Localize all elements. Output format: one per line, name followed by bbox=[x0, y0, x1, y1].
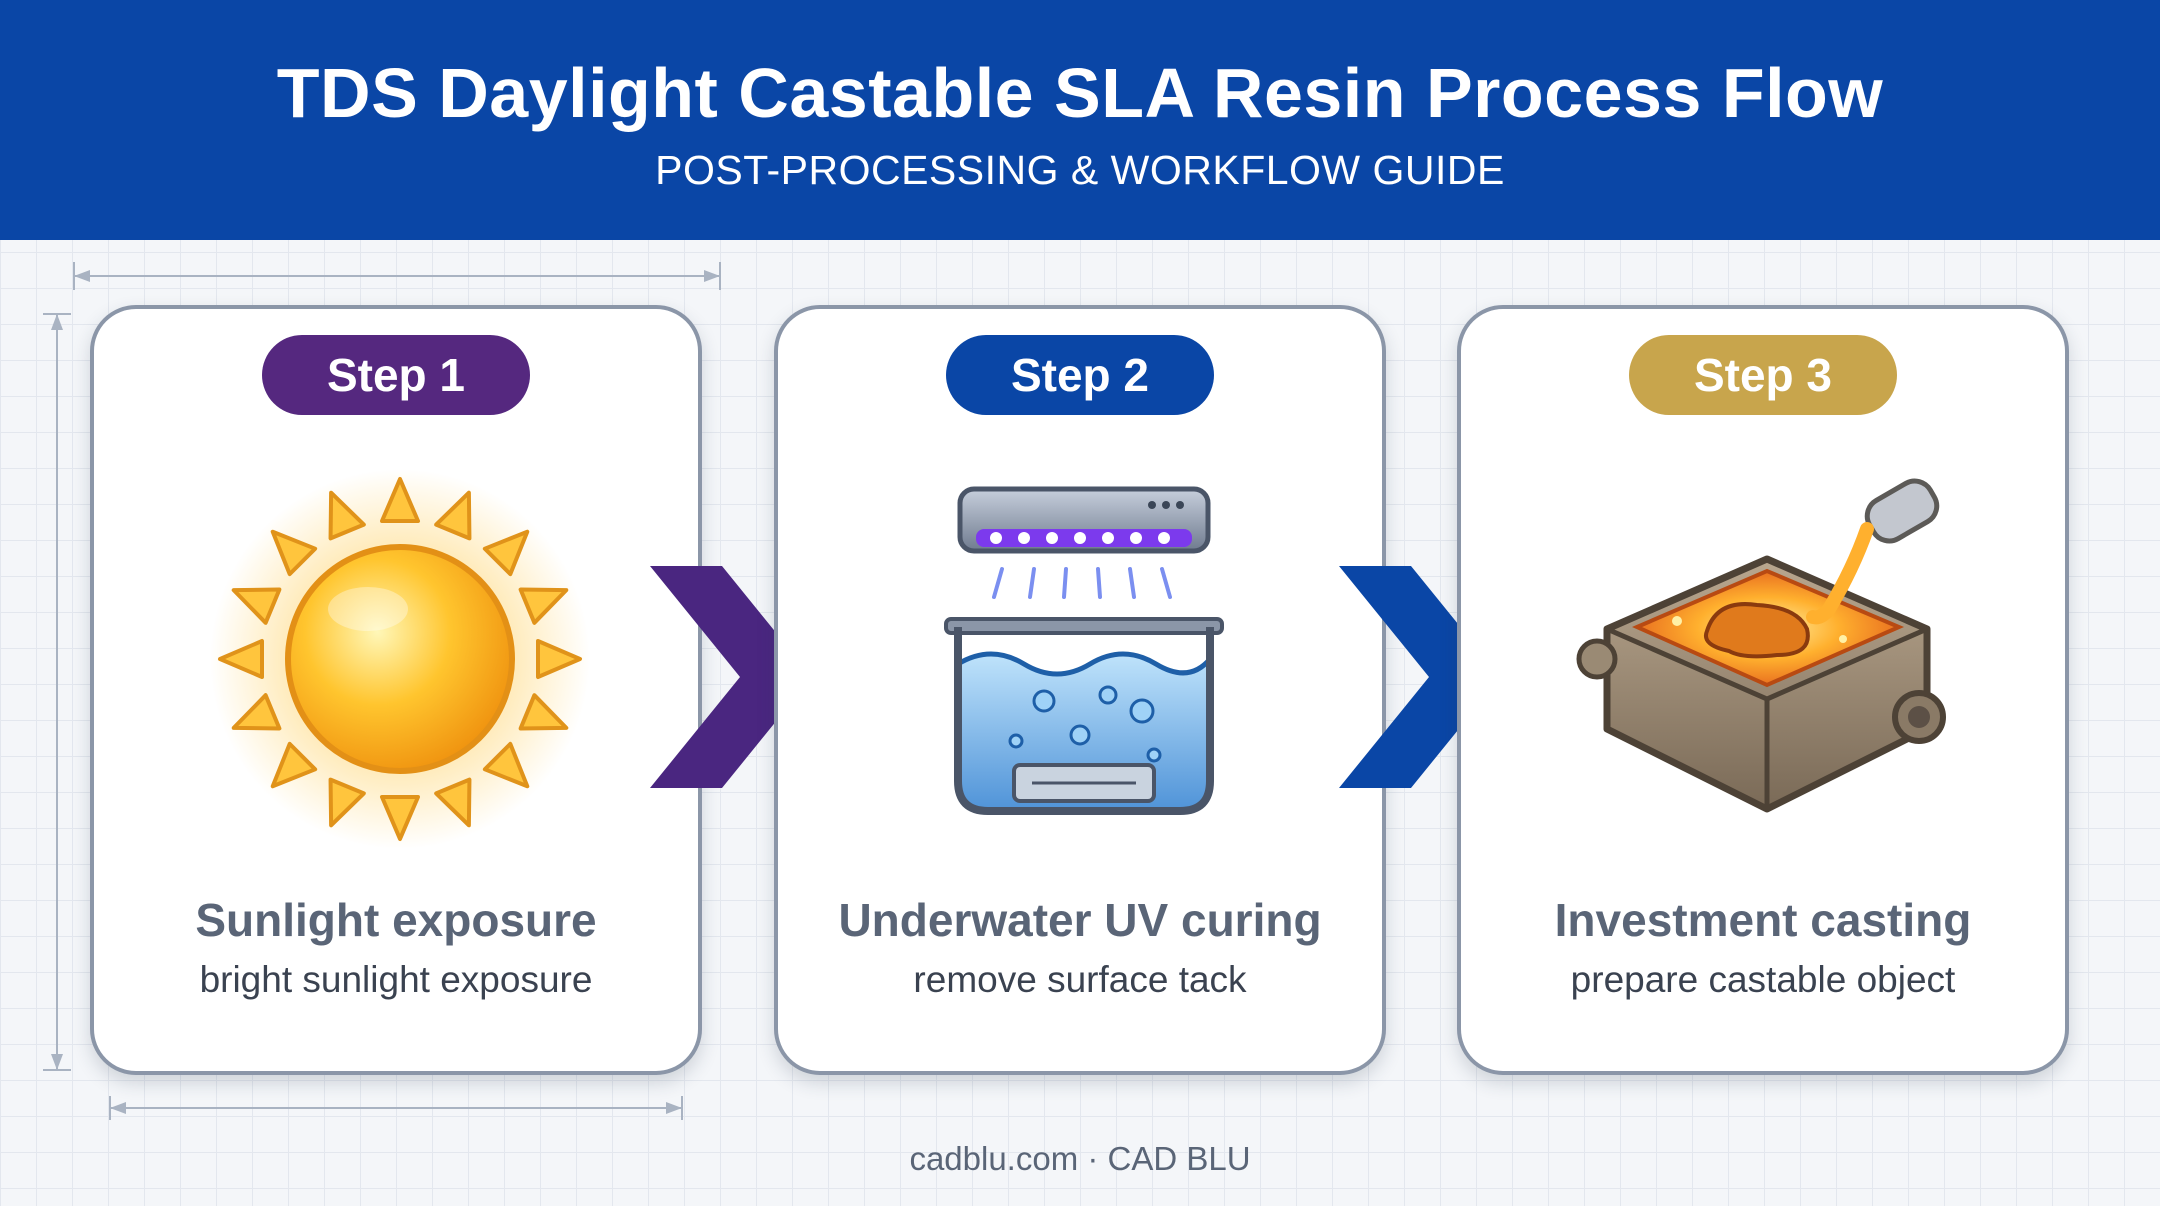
step-title-2: Underwater UV curing bbox=[838, 894, 1322, 946]
footer-credit: cadblu.com · CAD BLU bbox=[909, 1140, 1251, 1177]
step-title-3: Investment casting bbox=[1554, 894, 1972, 946]
step-description-1: bright sunlight exposure bbox=[199, 959, 593, 1000]
uv-water-tank-icon bbox=[944, 486, 1224, 815]
step-title-1: Sunlight exposure bbox=[195, 894, 597, 946]
step-badge-1: Step 1 bbox=[262, 335, 530, 415]
step-card-1: Step 1 bbox=[90, 305, 702, 1075]
step-card-2: Step 2 bbox=[774, 305, 1386, 1075]
sun-icon bbox=[210, 469, 590, 849]
dimension-lines bbox=[43, 262, 721, 1120]
page-title: TDS Daylight Castable SLA Resin Process … bbox=[276, 53, 1884, 132]
molten-metal-crucible-icon bbox=[1576, 478, 1946, 813]
step-description-3: prepare castable object bbox=[1570, 959, 1956, 1000]
step-badge-2: Step 2 bbox=[946, 335, 1214, 415]
header-banner: TDS Daylight Castable SLA Resin Process … bbox=[0, 0, 2160, 240]
step-card-3: Step 3 Investment casting prepar bbox=[1457, 305, 2069, 1075]
page-subtitle: POST-PROCESSING & WORKFLOW GUIDE bbox=[655, 146, 1505, 193]
step-description-2: remove surface tack bbox=[913, 959, 1247, 1000]
step-badge-3: Step 3 bbox=[1629, 335, 1897, 415]
